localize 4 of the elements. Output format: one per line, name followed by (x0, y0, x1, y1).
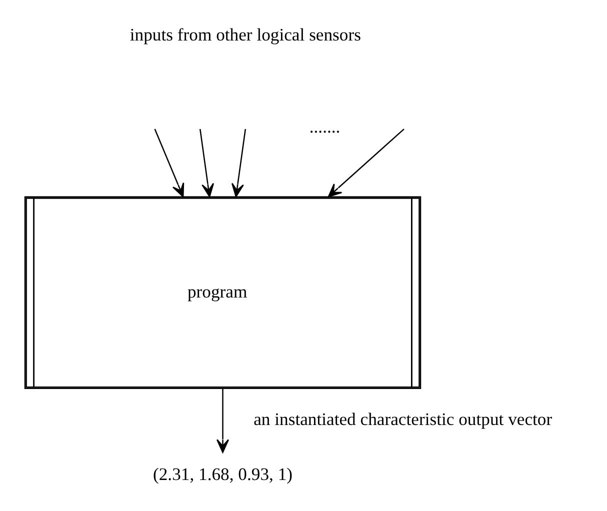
label: inputs from other logical sensors (129, 24, 360, 44)
edge-label: an instantiated characteristic output vector (253, 409, 552, 430)
node-text: (2.31, 1.68, 0.93, 1) (152, 464, 292, 484)
label: ....... (308, 116, 340, 136)
